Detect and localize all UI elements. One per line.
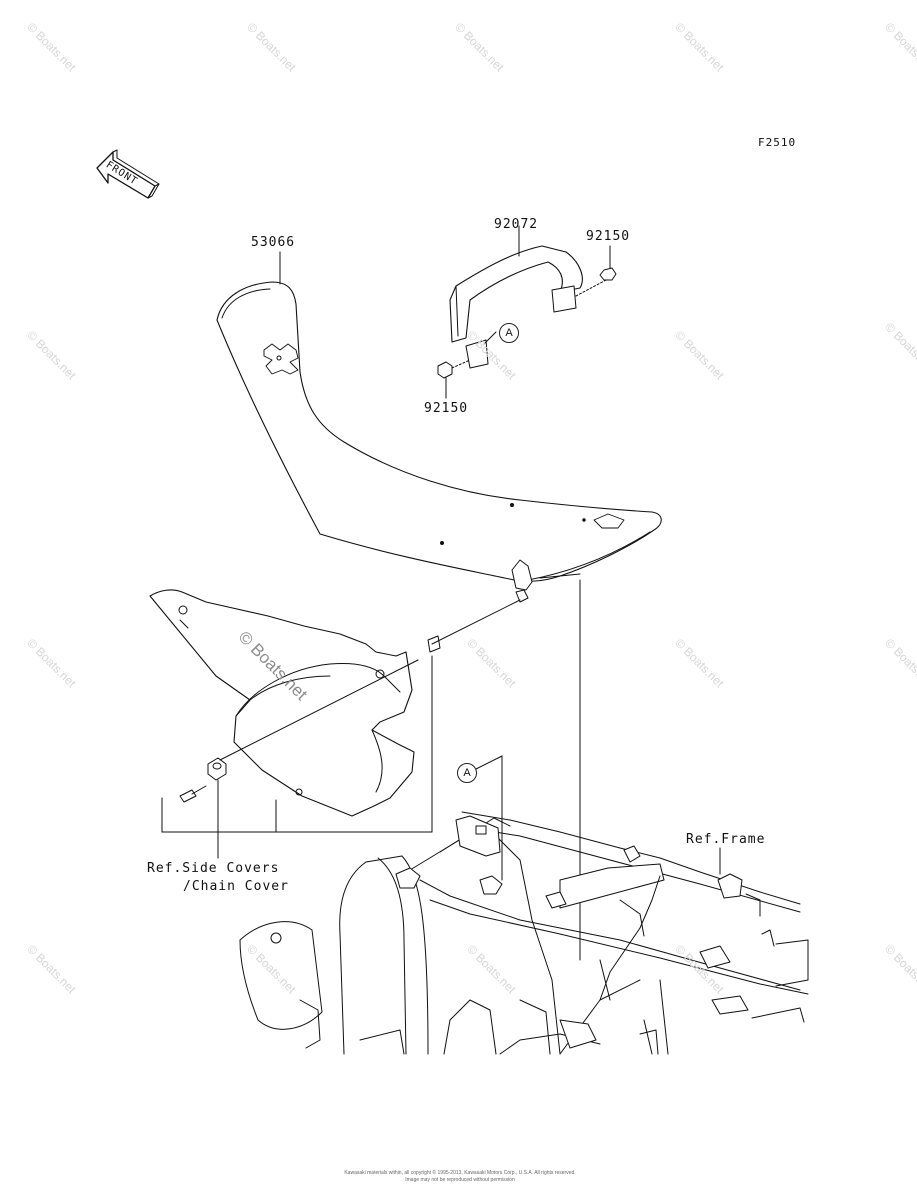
bolt-92150-left[interactable] <box>438 360 470 378</box>
callout-a-top: A <box>499 323 519 343</box>
side-cover-bolt[interactable] <box>180 786 206 802</box>
diagram-code: F2510 <box>758 136 797 149</box>
handle-92072[interactable] <box>450 246 582 368</box>
ref-chain-cover-label[interactable]: /Chain Cover <box>183 879 289 894</box>
seat-53066[interactable] <box>217 282 661 602</box>
collar[interactable] <box>208 758 226 780</box>
callout-a-frame: A <box>457 763 477 783</box>
bolt-92150-right[interactable] <box>576 268 616 296</box>
copyright-line-2: Image may not be reproduced without perm… <box>405 1177 515 1183</box>
ref-frame-label[interactable]: Ref.Frame <box>686 832 766 847</box>
ref-side-covers-label[interactable]: Ref.Side Covers <box>147 861 280 876</box>
front-arrow-icon <box>97 150 159 198</box>
part-number-bolt-left[interactable]: 92150 <box>424 401 469 416</box>
part-number-seat[interactable]: 53066 <box>251 235 296 250</box>
side-cover[interactable] <box>150 590 414 816</box>
grommet[interactable] <box>428 636 440 652</box>
copyright-line-1: Kawasaki materials within, all copyright… <box>344 1170 576 1176</box>
frame <box>240 812 808 1054</box>
part-number-bolt-right[interactable]: 92150 <box>586 229 631 244</box>
part-number-handle[interactable]: 92072 <box>494 217 539 232</box>
